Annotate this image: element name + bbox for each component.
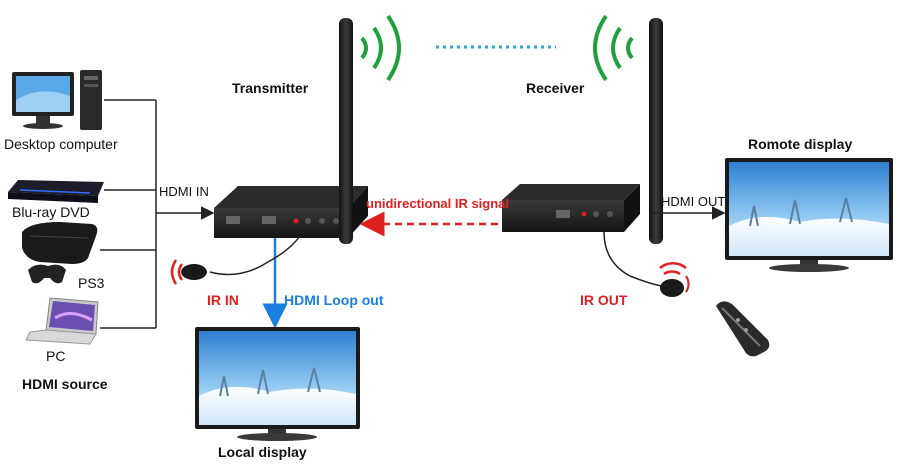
receiver-antenna [649,18,663,244]
desktop-computer-icon [12,70,102,130]
label-hdmi-source: HDMI source [22,376,108,392]
receiver-unit [502,184,640,232]
ps3-console-icon [22,222,98,284]
label-ps3: PS3 [78,275,105,291]
laptop-pc-icon [25,297,99,345]
label-hdmi-out: HDMI OUT [661,194,726,209]
source-connector-lines [100,99,215,329]
bluray-player-icon [8,180,104,203]
ir-out-emitter [603,231,690,297]
label-ir-signal: unidirectional IR signal [366,196,510,211]
label-local-display: Local display [218,444,307,460]
local-display-tv [195,327,360,441]
label-remote-display: Romote display [748,136,853,152]
remote-control-icon [716,301,770,357]
label-hdmi-in: HDMI IN [159,184,209,199]
label-bluray-dvd: Blu-ray DVD [12,204,90,220]
remote-display-tv [725,158,893,272]
label-receiver: Receiver [526,80,585,96]
label-desktop-computer: Desktop computer [4,136,118,152]
wireless-signal-rx [593,14,634,82]
label-pc: PC [46,348,66,364]
label-hdmi-loop-out: HDMI Loop out [284,292,384,308]
wireless-signal-tx [360,14,401,82]
transmitter-antenna [339,18,353,244]
transmitter-unit [214,186,368,238]
ir-in-sensor [170,235,301,285]
label-transmitter: Transmitter [232,80,309,96]
label-ir-out: IR OUT [580,292,628,308]
label-ir-in: IR IN [207,292,239,308]
